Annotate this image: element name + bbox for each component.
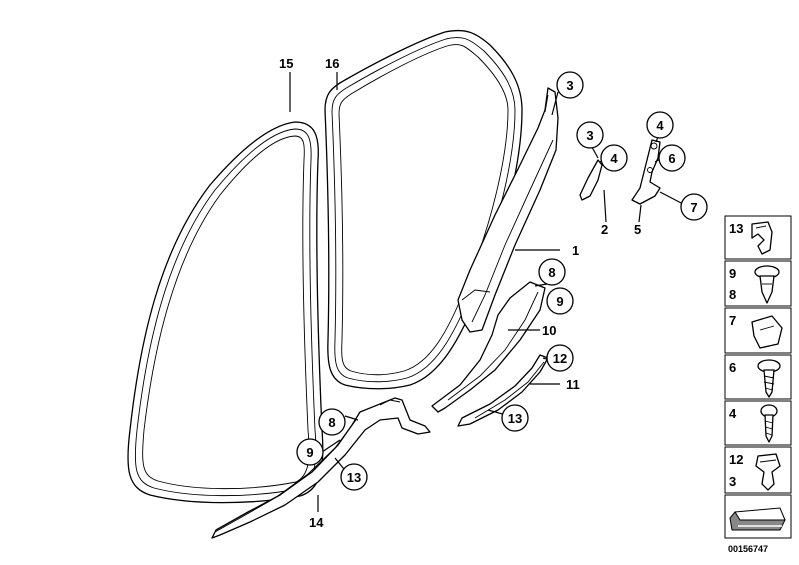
label-5: 5 (634, 222, 641, 237)
legend-row-7: 7 (724, 307, 792, 354)
push-clip-icon (755, 453, 781, 491)
legend-row-4: 4 (724, 400, 792, 446)
svg-text:8: 8 (729, 287, 736, 302)
svg-text:4: 4 (656, 118, 664, 133)
svg-text:13: 13 (347, 470, 361, 485)
svg-text:12: 12 (553, 351, 567, 366)
svg-text:13: 13 (729, 221, 743, 236)
bracket-5 (631, 139, 661, 205)
svg-text:9: 9 (556, 294, 563, 309)
label-15: 15 (279, 56, 293, 71)
callout-4-top: 4 (646, 111, 674, 139)
svg-text:3: 3 (566, 78, 573, 93)
callout-12: 12 (546, 344, 574, 372)
sill-strip-11 (457, 354, 549, 427)
callout-9-right: 9 (546, 287, 574, 315)
label-16: 16 (325, 56, 339, 71)
callout-7: 7 (680, 193, 708, 221)
screw-washer-icon (757, 359, 781, 398)
sill-trim-14 (211, 397, 431, 539)
svg-text:12: 12 (729, 452, 743, 467)
label-14: 14 (309, 515, 324, 530)
legend-row-13: 13 (724, 215, 792, 260)
callout-13-right: 13 (501, 404, 529, 432)
svg-text:4: 4 (729, 406, 737, 421)
callout-4-mid: 4 (600, 144, 628, 172)
label-2: 2 (601, 222, 608, 237)
callout-13-left: 13 (340, 463, 368, 491)
legend-row-9-8: 9 8 (724, 260, 792, 307)
screw-icon (760, 404, 778, 443)
callout-9-left: 9 (296, 438, 324, 466)
callout-6: 6 (658, 144, 686, 172)
label-1: 1 (572, 243, 579, 258)
svg-text:7: 7 (690, 200, 697, 215)
svg-text:8: 8 (328, 415, 335, 430)
document-id: 00156747 (728, 544, 768, 554)
strip-arrow-icon (729, 507, 786, 531)
callout-8-right: 8 (538, 258, 566, 286)
svg-text:9: 9 (306, 445, 313, 460)
label-10: 10 (542, 323, 556, 338)
svg-text:13: 13 (508, 411, 522, 426)
svg-text:9: 9 (729, 266, 736, 281)
fastener-legend: 13 9 8 7 (724, 215, 792, 539)
clip-icon (751, 221, 773, 255)
svg-text:8: 8 (548, 265, 555, 280)
door-seal-15 (127, 121, 324, 504)
svg-text:6: 6 (729, 360, 736, 375)
trim-strip-2 (579, 159, 603, 201)
label-11: 11 (566, 377, 580, 392)
rivet-icon (754, 265, 780, 304)
svg-text:3: 3 (729, 474, 736, 489)
clip-nut-icon (751, 315, 783, 349)
svg-text:4: 4 (610, 151, 618, 166)
pillar-trim-1 (457, 87, 559, 333)
legend-row-6: 6 (724, 354, 792, 400)
svg-text:3: 3 (586, 128, 593, 143)
svg-text:6: 6 (668, 151, 675, 166)
svg-text:7: 7 (729, 313, 736, 328)
callout-8-left: 8 (318, 408, 346, 436)
legend-row-strip (724, 494, 792, 539)
callout-3-top: 3 (556, 71, 584, 99)
callout-3-mid: 3 (576, 121, 604, 149)
sill-trim-10 (431, 281, 546, 413)
legend-row-12-3: 12 3 (724, 446, 792, 494)
